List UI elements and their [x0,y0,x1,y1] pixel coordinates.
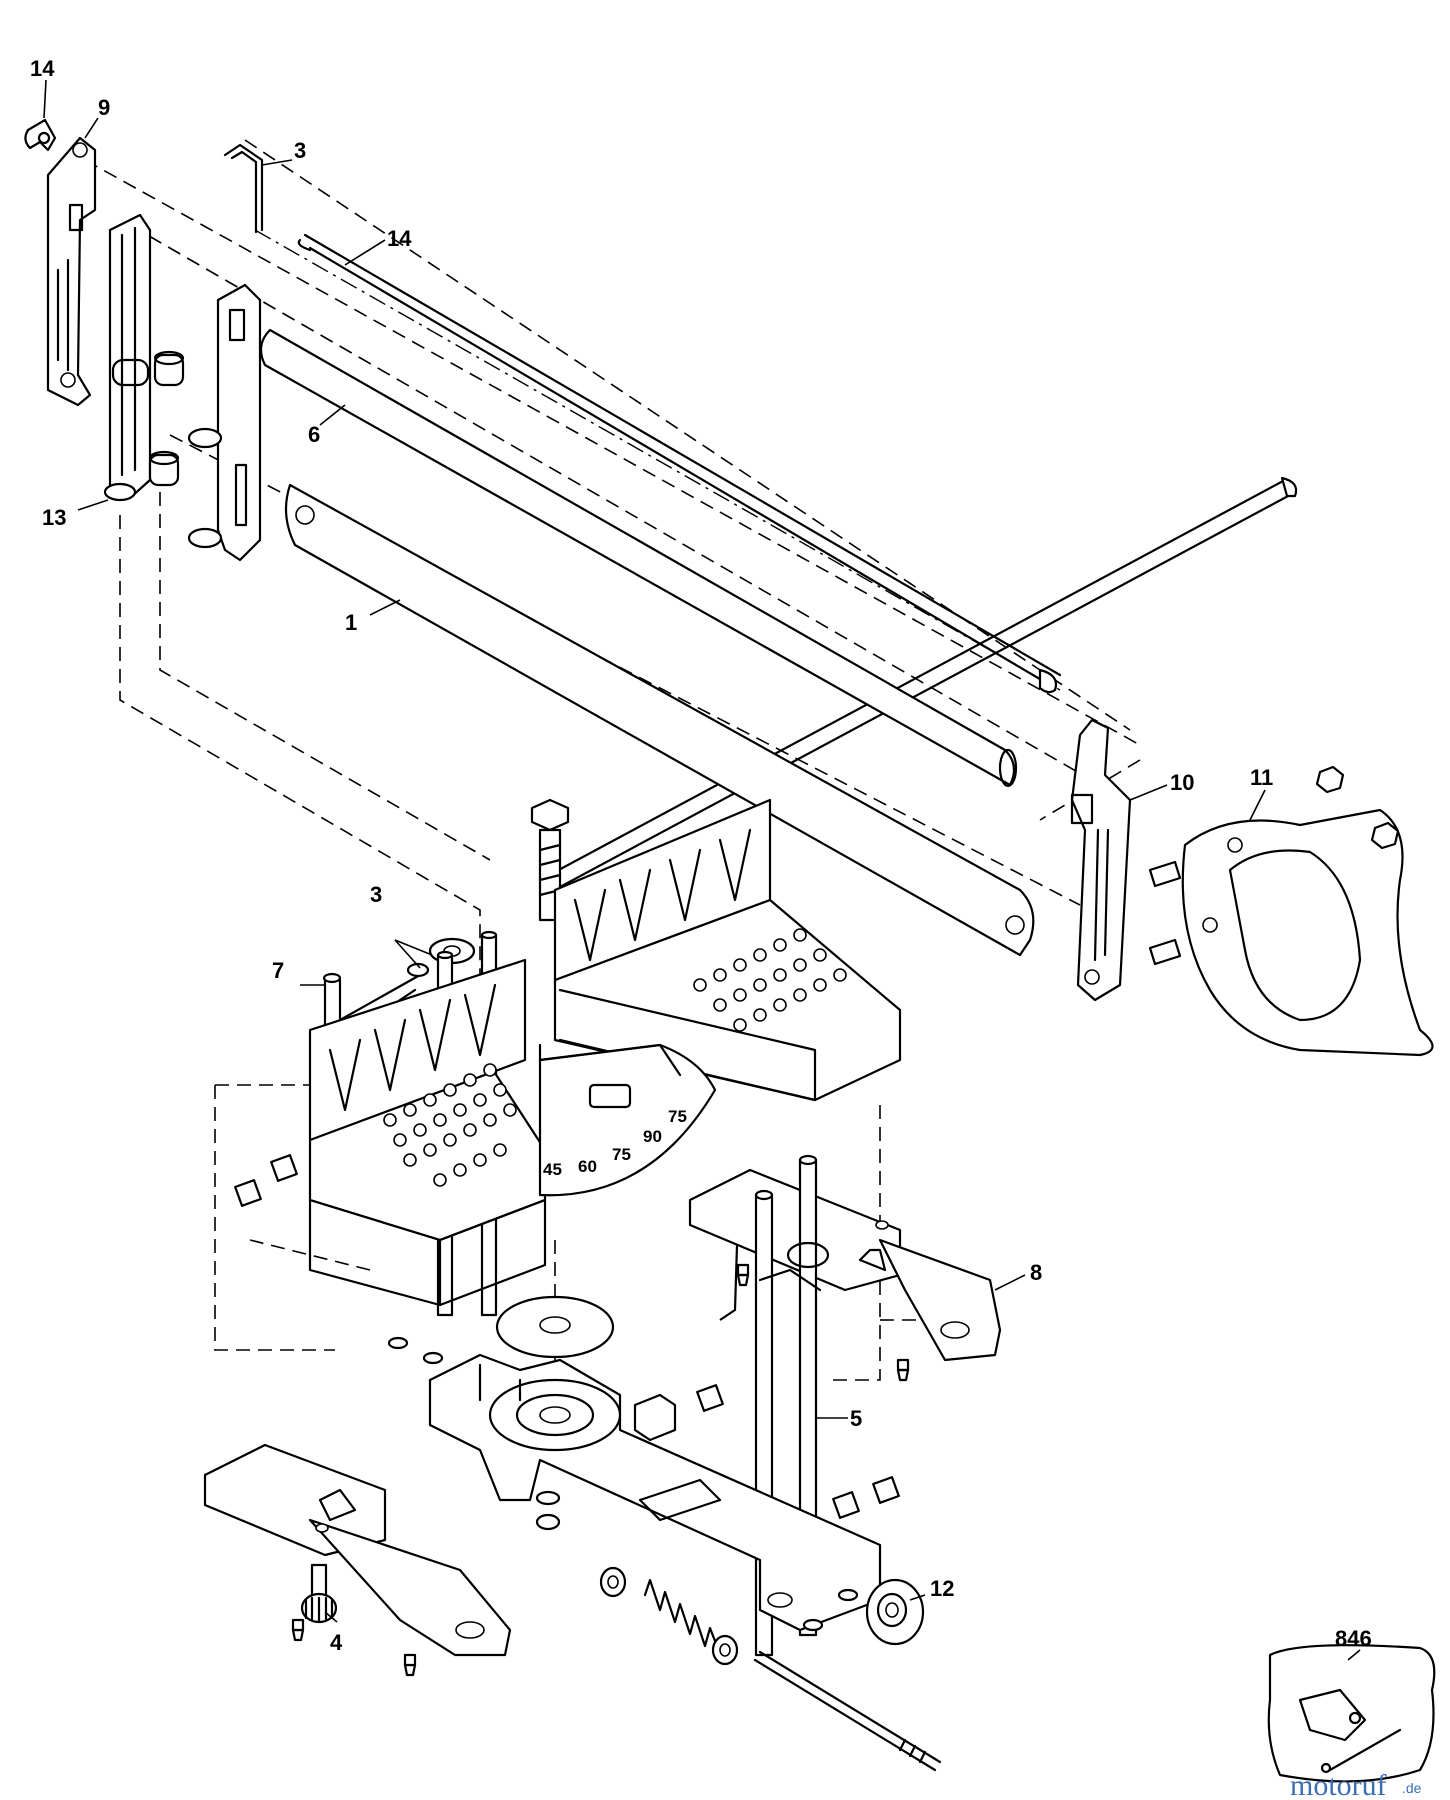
callout-7: 7 [272,958,284,983]
callout-14-wing-nut: 14 [30,56,55,81]
callout-9: 9 [98,95,110,120]
knob-4-and-screws [291,1263,910,1677]
right-bracket-10 [1070,718,1132,1002]
spring-assembly [599,1566,942,1772]
right-foot-8 [688,1168,1002,1362]
callout-13: 13 [42,505,66,530]
callout-1: 1 [345,610,357,635]
callout-3-hex-key: 3 [294,138,306,163]
watermark-text: motoruf [1290,1769,1387,1800]
right-hole-grid [693,928,847,1032]
callout-4: 4 [330,1630,343,1655]
callout-5: 5 [850,1406,862,1431]
handle-11 [1148,765,1434,1057]
callout-12: 12 [930,1576,954,1601]
center-nuts [535,1490,561,1531]
miter-box [308,798,902,1307]
base-frame [428,1353,882,1632]
scale-label-4: 75 [668,1107,687,1126]
frame-tube [297,233,1298,897]
callout-14-frame: 14 [387,226,412,251]
washer [495,1295,615,1359]
scale-label-1: 60 [578,1157,597,1176]
saw-blade [284,483,1035,957]
watermark-logo: motoruf .de [1290,1769,1422,1800]
hex-key-and-bracket [187,143,264,562]
callout-3-clamp: 3 [370,882,382,907]
callout-6: 6 [308,422,320,447]
left-foot [203,1443,512,1657]
miter-scale: 45 60 75 90 75 [543,1107,687,1179]
scale-label-0: 45 [543,1160,562,1179]
callout-8: 8 [1030,1260,1042,1285]
left-bracket-9 [24,118,97,407]
square-nuts [234,1154,900,1519]
callout-846: 846 [1335,1626,1372,1651]
callouts: 14 9 3 14 6 13 1 10 11 3 7 8 5 12 4 846 [30,56,1372,1655]
scale-label-3: 90 [643,1127,662,1146]
watermark-suffix: .de [1402,1780,1422,1796]
round-tube [259,328,1018,788]
leader-lines [43,79,1361,1661]
callout-11: 11 [1250,765,1273,790]
scale-label-2: 75 [612,1145,631,1164]
clamp-slide-13 [103,213,185,502]
left-hole-grid [383,1063,517,1187]
callout-10: 10 [1170,770,1194,795]
hardware-bag-846 [1267,1644,1436,1783]
